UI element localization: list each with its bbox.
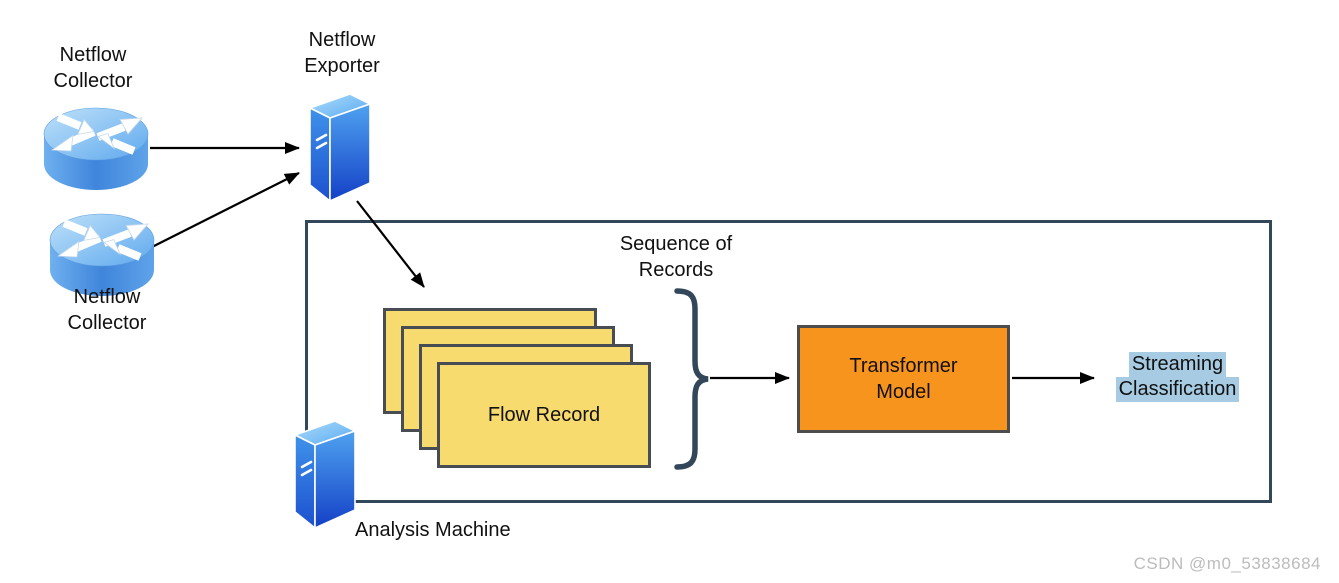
transformer-model-label: Transformer Model [849, 355, 958, 403]
server-vents-glyph [300, 460, 313, 477]
router-arrows-glyph [56, 219, 149, 261]
flow-record-card-front: Flow Record [437, 362, 651, 468]
arrow-collector-bottom-to-exporter [151, 172, 300, 248]
transformer-model-box: Transformer Model [797, 325, 1010, 433]
streaming-line2: Classification [1115, 377, 1240, 402]
sequence-brace [674, 288, 709, 470]
server-icon [294, 420, 356, 529]
router-icon [49, 213, 155, 296]
analysis-machine-box [305, 220, 1272, 503]
label-netflow-collector-top: Netflow Collector [53, 44, 133, 92]
router-icon [43, 107, 149, 190]
arrow-exporter-to-records [356, 200, 425, 288]
streaming-line1: Streaming [1128, 352, 1227, 377]
label-sequence-of-records: Sequence of Records [619, 233, 733, 281]
label-analysis-machine: Analysis Machine [355, 519, 511, 541]
server-vents-glyph [315, 133, 328, 150]
label-netflow-exporter: Netflow Exporter [304, 29, 380, 77]
flow-record-label: Flow Record [487, 403, 601, 426]
csdn-watermark: CSDN @m0_53838684 [1133, 554, 1321, 573]
server-icon [309, 93, 371, 202]
router-arrows-glyph [50, 113, 143, 155]
streaming-classification: Streaming Classification [1100, 352, 1255, 402]
label-netflow-collector-bottom: Netflow Collector [67, 286, 147, 334]
